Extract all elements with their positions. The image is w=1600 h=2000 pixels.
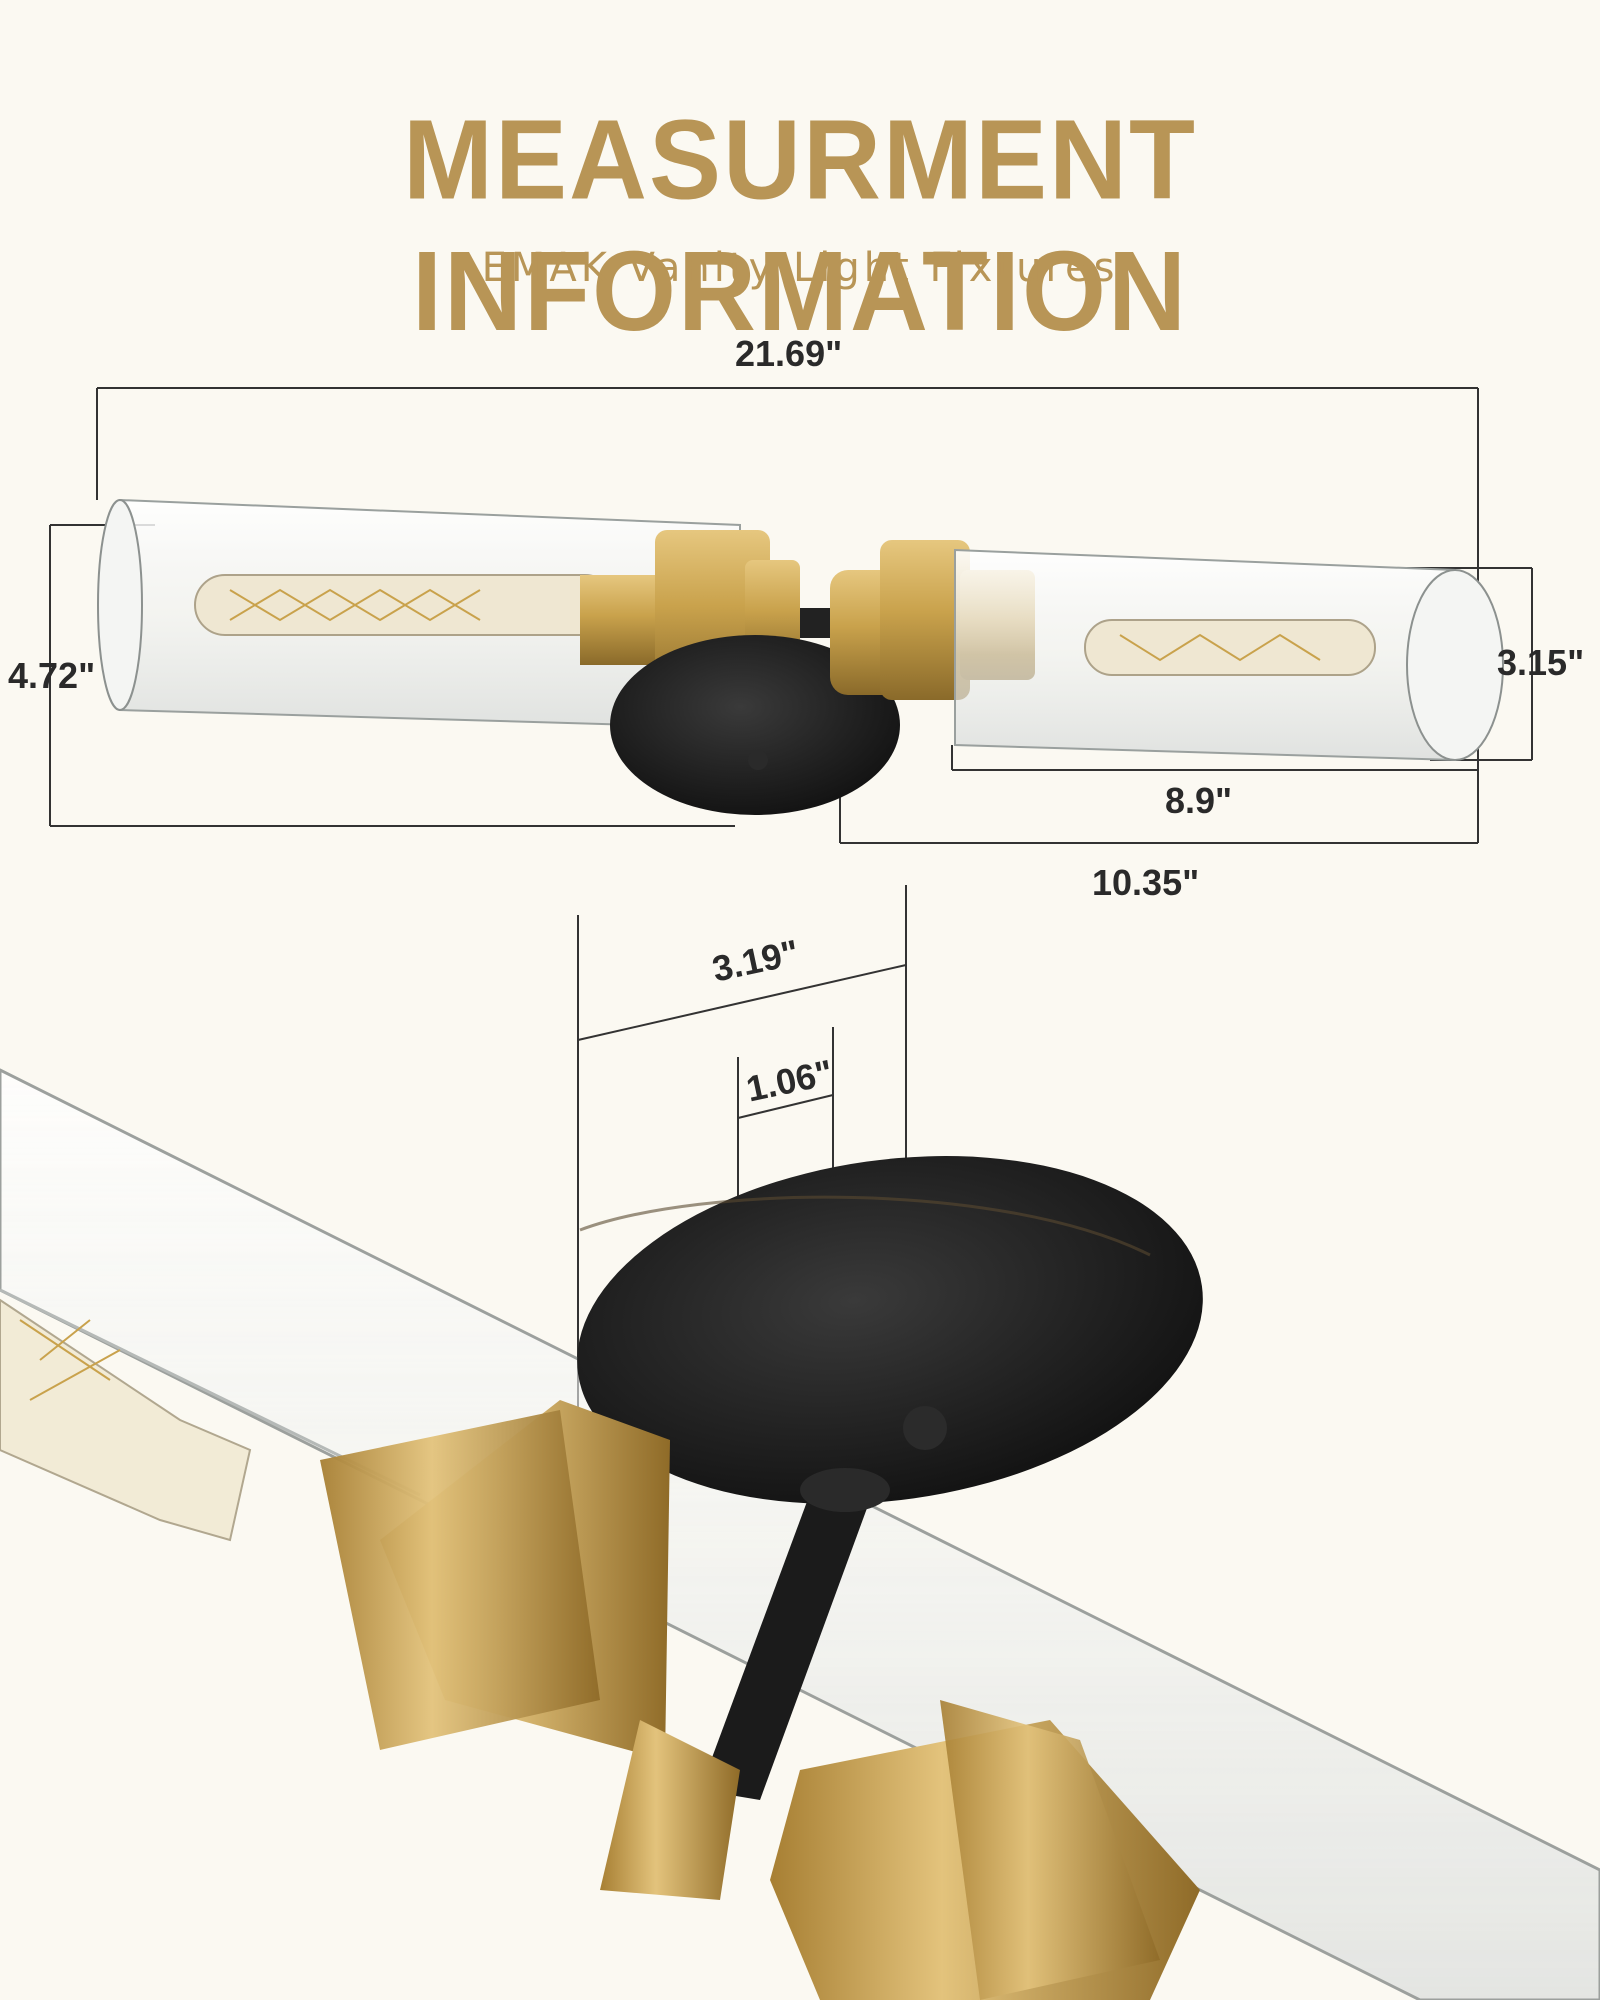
dimension-overall-height: 4.72": [8, 655, 96, 696]
dimension-lines-front: [49, 387, 1533, 844]
left-shade: [97, 498, 741, 730]
side-view-fixture: [0, 1068, 1600, 2000]
page-title: MEASURMENT INFORMATION: [403, 95, 1197, 355]
dimension-arm-length: 10.35": [1092, 862, 1200, 903]
right-shade: [954, 548, 1504, 762]
page-subtitle: EMAK Vanity Light Fixtures: [481, 245, 1119, 291]
dimension-shade-length: 8.9": [1165, 780, 1233, 821]
dimension-overall-length: 21.69": [735, 333, 843, 374]
dimension-shade-diameter: 3.15": [1497, 642, 1585, 683]
